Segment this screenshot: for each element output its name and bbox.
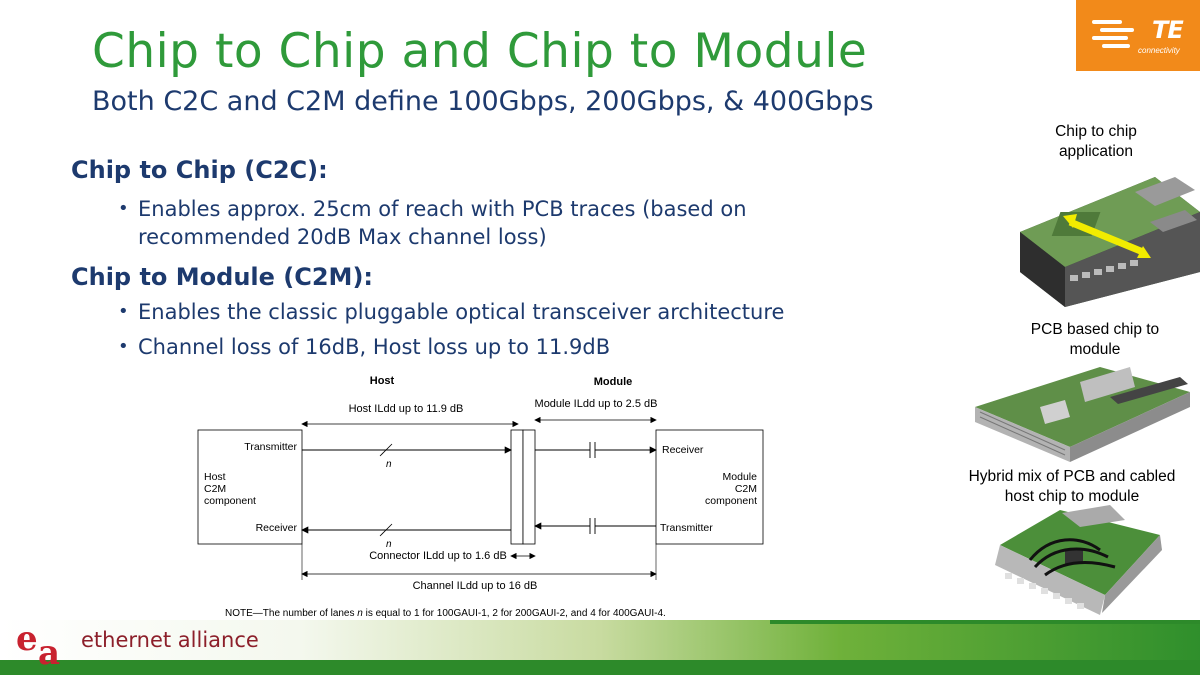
te-connectivity-logo: TE connectivity bbox=[1076, 0, 1200, 71]
module-transmitter-label: Transmitter bbox=[660, 522, 713, 534]
svg-text:e: e bbox=[16, 619, 38, 659]
host-component-box bbox=[197, 429, 303, 545]
host-label: Host bbox=[370, 375, 395, 387]
bullet-dot-icon: • bbox=[118, 198, 129, 219]
c2m-channel-diagram: Host Module Host ILdd up to 11.9 dB Modu… bbox=[197, 375, 764, 619]
module-box-line3: component bbox=[705, 495, 757, 507]
pcb-linecard-photo bbox=[975, 367, 1190, 462]
caption-hybrid-chip-to-module: Hybrid mix of PCB and cabled host chip t… bbox=[968, 468, 1176, 505]
te-logo-subtext: connectivity bbox=[1138, 46, 1180, 55]
svg-text:a: a bbox=[38, 633, 60, 668]
host-transmitter-label: Transmitter bbox=[244, 441, 297, 453]
switch-board-photo bbox=[1020, 177, 1200, 307]
caption-pcb-chip-to-module: PCB based chip to module bbox=[1030, 321, 1160, 358]
host-box-line3: component bbox=[204, 495, 256, 507]
te-stripes-icon bbox=[1092, 20, 1134, 48]
host-ildd-label: Host ILdd up to 11.9 dB bbox=[349, 403, 464, 415]
module-label: Module bbox=[594, 376, 633, 388]
lane-n-top: n bbox=[386, 459, 392, 470]
bullet-text: Channel loss of 16dB, Host loss up to 11… bbox=[138, 335, 611, 359]
te-logo-text: TE bbox=[1152, 16, 1184, 44]
c2m-bullet-1: • Enables the classic pluggable optical … bbox=[118, 298, 918, 326]
connector-left bbox=[510, 429, 524, 545]
module-box-line2: C2M bbox=[735, 483, 757, 495]
footer-organization-name: ethernet alliance bbox=[81, 628, 259, 652]
host-box-line1: Host bbox=[204, 471, 226, 483]
host-box-line2: C2M bbox=[204, 483, 226, 495]
footer-top-line bbox=[770, 620, 1200, 624]
connector-ildd-label: Connector ILdd up to 1.6 dB bbox=[369, 550, 507, 562]
lane-n-bottom: n bbox=[386, 539, 392, 550]
c2m-bullet-2: • Channel loss of 16dB, Host loss up to … bbox=[118, 333, 918, 361]
slide-title: Chip to Chip and Chip to Module bbox=[92, 24, 868, 79]
channel-ildd-label: Channel ILdd up to 16 dB bbox=[413, 580, 538, 592]
slide-subtitle: Both C2C and C2M define 100Gbps, 200Gbps… bbox=[92, 86, 874, 117]
cabled-linecard-photo bbox=[995, 505, 1162, 615]
module-box-line1: Module bbox=[723, 471, 758, 483]
c2m-heading: Chip to Module (C2M): bbox=[71, 263, 374, 291]
bullet-dot-icon: • bbox=[118, 336, 129, 357]
module-ildd-label: Module ILdd up to 2.5 dB bbox=[535, 398, 658, 410]
footer-bottom-line bbox=[0, 660, 1200, 675]
module-component-box bbox=[655, 429, 764, 545]
connector-right bbox=[522, 429, 536, 545]
c2c-heading: Chip to Chip (C2C): bbox=[71, 156, 328, 184]
caption-chip-to-chip: Chip to chip application bbox=[1055, 123, 1137, 160]
bullet-dot-icon: • bbox=[118, 301, 129, 322]
c2c-bullet-1: • Enables approx. 25cm of reach with PCB… bbox=[118, 195, 878, 251]
bullet-text: Enables the classic pluggable optical tr… bbox=[138, 300, 785, 324]
bullet-text: Enables approx. 25cm of reach with PCB t… bbox=[138, 197, 747, 249]
host-receiver-label: Receiver bbox=[256, 522, 298, 534]
ethernet-alliance-logo-icon: e a bbox=[16, 619, 60, 668]
module-receiver-label: Receiver bbox=[662, 444, 704, 456]
diagram-note: NOTE—The number of lanes n is equal to 1… bbox=[225, 608, 666, 619]
